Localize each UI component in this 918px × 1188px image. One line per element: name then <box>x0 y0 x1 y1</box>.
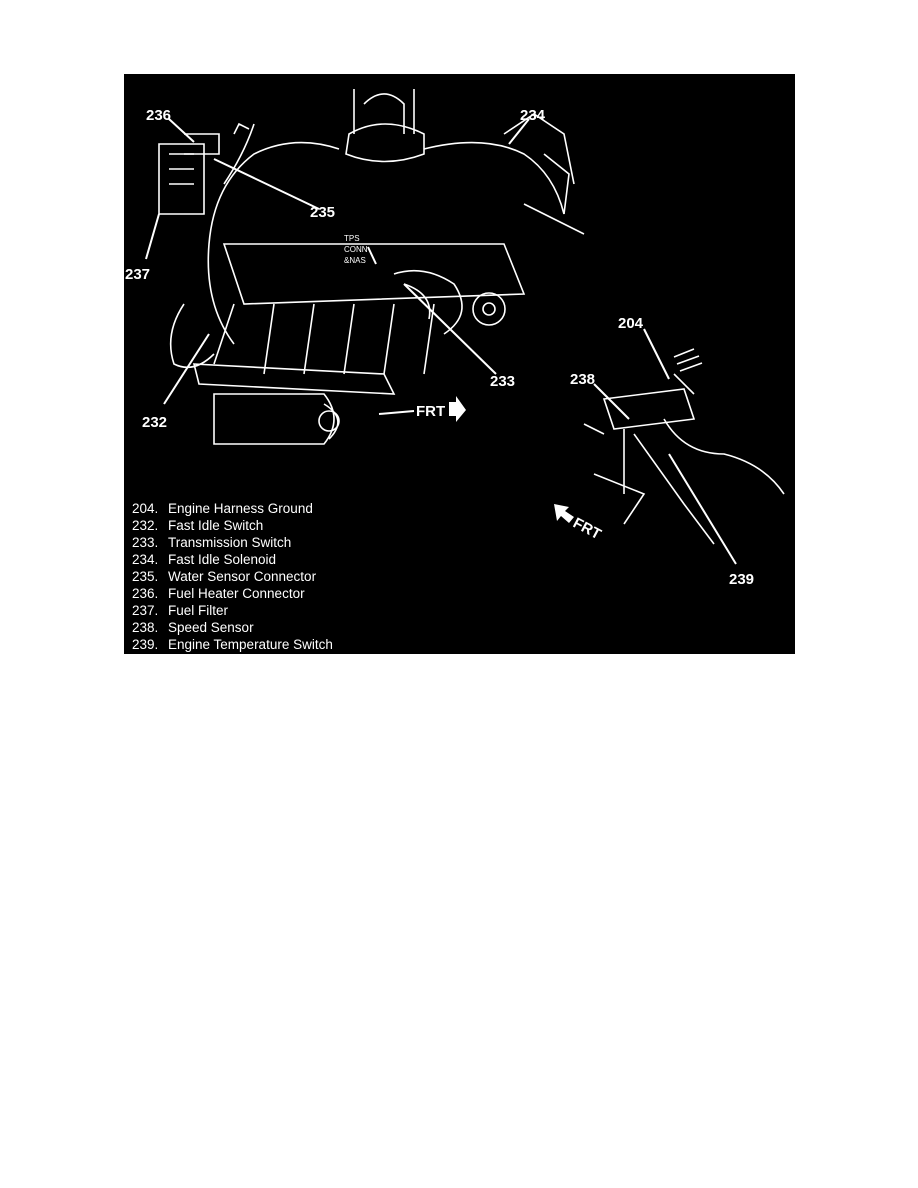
legend-num: 238. <box>132 620 158 635</box>
callout-235: 235 <box>310 204 335 221</box>
front-arrow-right: FRT <box>416 396 466 422</box>
callout-234: 234 <box>520 107 546 124</box>
frt-left-label: FRT <box>570 515 604 544</box>
legend-label: Transmission Switch <box>168 535 291 550</box>
leader-lines <box>145 118 737 565</box>
tps-label-line3: &NAS <box>344 256 366 265</box>
legend-label: Engine Harness Ground <box>168 501 313 516</box>
legend-num: 232. <box>132 518 158 533</box>
legend-num: 237. <box>132 603 158 618</box>
legend-num: 236. <box>132 586 158 601</box>
frt-right-label: FRT <box>416 403 445 420</box>
legend-num: 239. <box>132 637 158 652</box>
engine-component-diagram: 236 235 237 234 233 232 204 238 239 TPS … <box>124 74 795 654</box>
legend-label: Fast Idle Switch <box>168 518 263 533</box>
legend-num: 235. <box>132 569 158 584</box>
callout-237: 237 <box>125 266 150 283</box>
callout-233: 233 <box>490 373 515 390</box>
callout-232: 232 <box>142 414 167 431</box>
legend-label: Fuel Heater Connector <box>168 586 305 601</box>
legend-label: Water Sensor Connector <box>168 569 317 584</box>
callout-238: 238 <box>570 371 595 388</box>
legend-label: Fuel Filter <box>168 603 229 618</box>
legend-num: 233. <box>132 535 158 550</box>
tps-label-line2: CONN <box>344 245 368 254</box>
arrow-left-icon <box>554 504 574 523</box>
callout-236: 236 <box>146 107 171 124</box>
legend-label: Engine Temperature Switch <box>168 637 333 652</box>
legend-label: Fast Idle Solenoid <box>168 552 276 567</box>
engine-illustration <box>158 89 785 545</box>
legend-label: Speed Sensor <box>168 620 254 635</box>
callout-239: 239 <box>729 571 754 588</box>
legend-num: 204. <box>132 501 158 516</box>
callout-204: 204 <box>618 315 644 332</box>
arrow-right-icon <box>449 396 466 422</box>
diagram-svg: 236 235 237 234 233 232 204 238 239 TPS … <box>125 89 785 652</box>
legend: 204. Engine Harness Ground 232. Fast Idl… <box>132 501 333 652</box>
front-arrow-left: FRT <box>554 504 604 543</box>
tps-label-line1: TPS <box>344 234 360 243</box>
legend-num: 234. <box>132 552 158 567</box>
